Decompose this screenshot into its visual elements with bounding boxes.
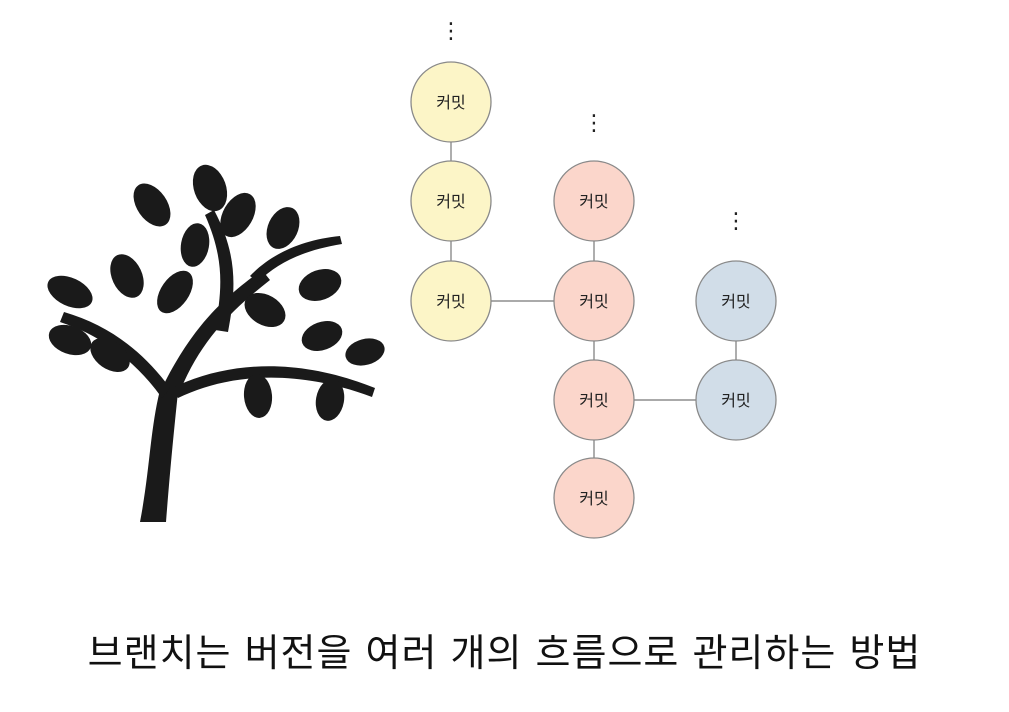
commit-circle bbox=[410, 260, 492, 342]
commit-node: 커밋 bbox=[410, 260, 492, 342]
caption: 브랜치는 버전을 여러 개의 흐름으로 관리하는 방법 bbox=[87, 631, 922, 675]
commit-label: 커밋 bbox=[721, 391, 750, 410]
commit-circle bbox=[410, 61, 492, 143]
commit-node: 커밋 bbox=[553, 160, 635, 242]
commit-label: 커밋 bbox=[579, 292, 608, 311]
branch-blue-continuation: ⋮ bbox=[725, 209, 747, 234]
commit-node: 커밋 bbox=[553, 457, 635, 539]
commit-label: 커밋 bbox=[721, 292, 750, 311]
commit-label: 커밋 bbox=[436, 93, 465, 112]
commit-circle bbox=[553, 359, 635, 441]
commit-node: 커밋 bbox=[553, 260, 635, 342]
commit-circle bbox=[695, 260, 777, 342]
commit-node: 커밋 bbox=[410, 61, 492, 143]
branch-pink-continuation: ⋮ bbox=[583, 111, 605, 136]
commit-circle bbox=[410, 160, 492, 242]
commit-node: 커밋 bbox=[553, 359, 635, 441]
commit-label: 커밋 bbox=[579, 192, 608, 211]
commit-node: 커밋 bbox=[695, 359, 777, 441]
commit-circle bbox=[553, 457, 635, 539]
tree-icon bbox=[47, 164, 385, 522]
commit-label: 커밋 bbox=[579, 489, 608, 508]
commit-circle bbox=[695, 359, 777, 441]
commit-label: 커밋 bbox=[436, 292, 465, 311]
commit-circle bbox=[553, 260, 635, 342]
commit-node: 커밋 bbox=[695, 260, 777, 342]
commit-label: 커밋 bbox=[436, 192, 465, 211]
commit-circle bbox=[553, 160, 635, 242]
branch-yellow-continuation: ⋮ bbox=[440, 19, 462, 44]
commit-label: 커밋 bbox=[579, 391, 608, 410]
commit-node: 커밋 bbox=[410, 160, 492, 242]
